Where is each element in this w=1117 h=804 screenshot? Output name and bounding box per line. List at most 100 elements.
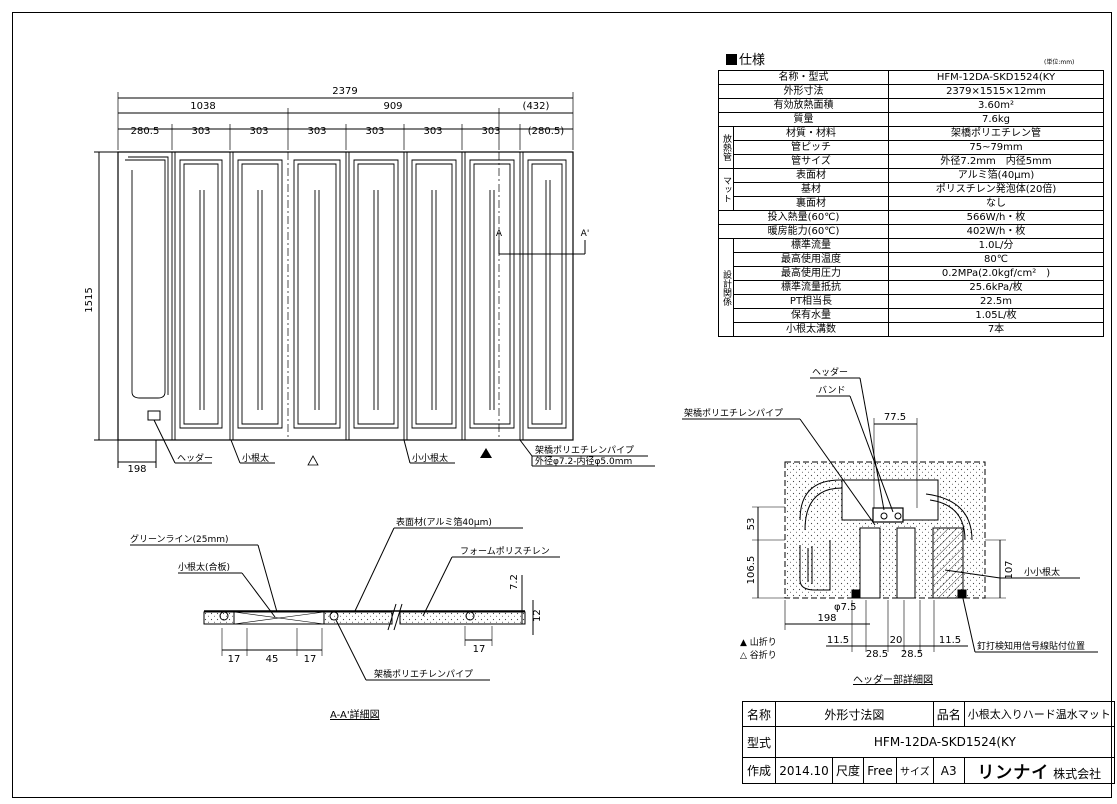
hd-label-header: ヘッダー	[812, 366, 848, 378]
spec-value: HFM-12DA-SKD1524(KY	[888, 70, 1104, 85]
dim-sub-7: 303	[481, 126, 500, 137]
spec-value: 80℃	[888, 252, 1104, 267]
spec-label: 投入熱量(60℃)	[718, 210, 889, 225]
spec-title: 仕様	[726, 49, 765, 68]
dim-sub-1: 280.5	[131, 126, 160, 137]
spec-group-design: 設計関係	[718, 238, 734, 337]
spec-value: 外径7.2mm 内径5mm	[888, 154, 1104, 169]
hd-dim-1065: 106.5	[746, 556, 757, 585]
spec-label: 最高使用圧力	[733, 266, 889, 281]
hd-label-band: バンド	[818, 385, 845, 396]
legend-mountain: ▲ 山折り	[740, 636, 777, 648]
hd-label-nail: 釘打検知用信号線貼付位置	[977, 640, 1085, 652]
label-joist: 小根太	[242, 452, 269, 464]
spec-value: 3.60m²	[888, 98, 1104, 113]
company-suffix: 株式会社	[1053, 767, 1102, 781]
hd-dim-53: 53	[746, 518, 757, 531]
label-header: ヘッダー	[177, 452, 213, 464]
spec-label: 基材	[733, 182, 889, 197]
spec-label: 保有水量	[733, 308, 889, 323]
spec-label: 質量	[718, 112, 889, 127]
spec-row: 暖房能力(60℃)402W/h・枚	[718, 224, 1104, 239]
dim-seg-2: 909	[383, 101, 402, 112]
spec-row: 管サイズ外径7.2mm 内径5mm	[719, 154, 1104, 169]
dim-sub-2: 303	[191, 126, 210, 137]
label-pipe-2: 外径φ7.2-内径φ5.0mm	[535, 455, 632, 467]
spec-value: 25.6kPa/枚	[888, 280, 1104, 295]
spec-value: 7本	[888, 322, 1104, 337]
section-label-green: グリーンライン(25mm)	[130, 533, 229, 545]
tb-size-value: A3	[932, 757, 965, 784]
drawing-frame	[12, 12, 1112, 798]
hd-dim-20: 20	[890, 635, 903, 646]
spec-value: 1.05L/枚	[888, 308, 1104, 323]
spec-row: 基材ポリスチレン発泡体(20倍)	[719, 182, 1104, 197]
company-brand: リンナイ	[977, 763, 1050, 783]
spec-group-pipe: 放熱管	[718, 126, 734, 169]
hd-dim-115b: 11.5	[939, 635, 961, 646]
tb-made-label: 作成	[742, 757, 776, 784]
spec-value: 1.0L/分	[888, 238, 1104, 253]
dim-seg-3: (432)	[523, 101, 550, 112]
dim-height: 1515	[84, 287, 95, 312]
tb-name-value: 外形寸法図	[775, 701, 934, 727]
dim-overall: 2379	[332, 86, 357, 97]
spec-row: マット表面材アルミ箔(40μm)	[718, 168, 1104, 211]
spec-value: ポリスチレン発泡体(20倍)	[888, 182, 1104, 197]
hd-dim-115a: 11.5	[827, 635, 849, 646]
hd-label-small-joist: 小小根太	[1024, 566, 1060, 578]
hd-dim-107: 107	[1004, 560, 1015, 579]
hd-dim-198: 198	[817, 613, 836, 624]
spec-value: 402W/h・枚	[888, 224, 1104, 239]
tb-product-label: 品名	[932, 701, 965, 727]
legend-valley: △ 谷折り	[740, 649, 777, 661]
dim-sub-6: 303	[423, 126, 442, 137]
hd-dim-285b: 28.5	[901, 649, 923, 660]
section-mark-a: A	[496, 229, 503, 239]
spec-group-mat: マット	[718, 168, 734, 211]
label-small-joist: 小小根太	[412, 452, 448, 464]
dim-seg-1: 1038	[190, 101, 215, 112]
mountain-fold-marker	[480, 448, 492, 458]
spec-label: 管サイズ	[733, 154, 889, 169]
tb-size-label: サイズ	[896, 757, 934, 784]
section-label-surface: 表面材(アルミ箔40μm)	[396, 516, 492, 528]
dim-sub-8: (280.5)	[528, 126, 565, 137]
section-mark-a2: A'	[581, 229, 590, 239]
spec-label: 最高使用温度	[733, 252, 889, 267]
dim-header-offset: 198	[127, 464, 146, 475]
spec-value: 0.2MPa(2.0kgf/cm² )	[888, 266, 1104, 281]
tb-company: リンナイ 株式会社	[963, 757, 1115, 784]
section-dim-45: 45	[266, 654, 279, 665]
header-detail	[682, 375, 1098, 653]
hd-dim-75: φ7.5	[834, 602, 857, 613]
spec-label: 外形寸法	[718, 84, 889, 99]
section-label-joist: 小根太(合板)	[178, 561, 230, 573]
hd-dim-285a: 28.5	[866, 649, 888, 660]
valley-fold-marker	[307, 455, 319, 466]
spec-row: 投入熱量(60℃)566W/h・枚	[718, 210, 1104, 225]
spec-value: アルミ箔(40μm)	[888, 168, 1104, 183]
spec-label: 材質・材料	[733, 126, 889, 141]
spec-value: 7.6kg	[888, 112, 1104, 127]
dim-sub-4: 303	[307, 126, 326, 137]
spec-value: 架橋ポリエチレン管	[888, 126, 1104, 141]
section-dim-17b: 17	[304, 654, 317, 665]
section-dim-17a: 17	[228, 654, 241, 665]
dim-sub-3: 303	[249, 126, 268, 137]
tb-model-label: 型式	[742, 726, 776, 758]
tb-model-value: HFM-12DA-SKD1524(KY	[775, 726, 1115, 758]
spec-value: 2379×1515×12mm	[888, 84, 1104, 99]
